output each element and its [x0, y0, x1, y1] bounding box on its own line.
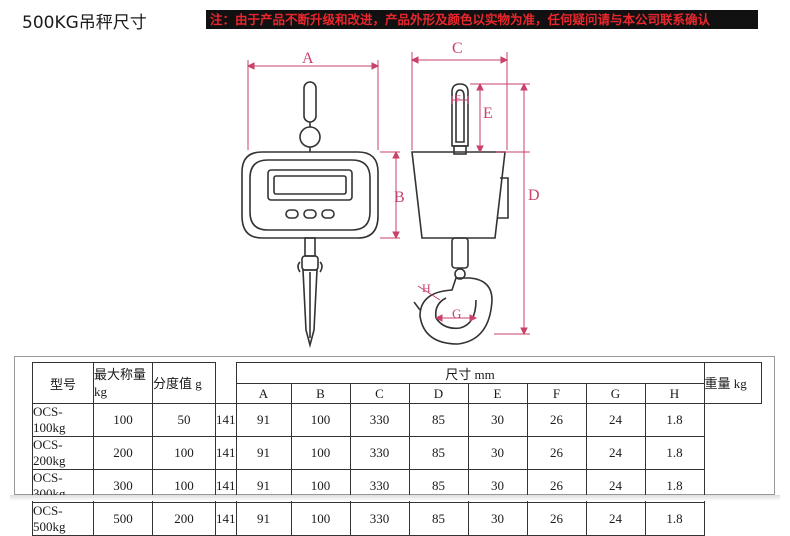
header-size: 尺寸 mm: [235, 362, 705, 384]
header-max-capacity: 最大称量 kg: [93, 362, 153, 404]
cell-weight: 1.8: [644, 502, 705, 536]
size-column-header: H: [644, 383, 705, 404]
cell-size-value: 100: [290, 436, 351, 470]
size-column-header: C: [349, 383, 410, 404]
cell-size-value: 85: [408, 502, 469, 536]
cell-size-value: 30: [467, 502, 528, 536]
cell-model: OCS-500kg: [32, 502, 94, 536]
size-column-header: D: [408, 383, 469, 404]
dim-label-a: A: [302, 50, 314, 67]
cell-division: 100: [152, 436, 216, 470]
dim-label-c: C: [452, 40, 463, 57]
cell-weight: 1.8: [644, 403, 705, 437]
dim-label-b: B: [394, 189, 405, 206]
cell-size-value: 141: [215, 502, 237, 536]
side-carabiner: [451, 83, 469, 147]
cell-size-value: 26: [526, 403, 587, 437]
cell-size-value: 141: [215, 403, 237, 437]
cell-division: 50: [152, 403, 216, 437]
cell-size-value: 85: [408, 403, 469, 437]
side-view: [411, 83, 509, 345]
front-lower-swivel: [304, 237, 316, 257]
front-button-3: [321, 209, 335, 219]
size-column-header: A: [235, 383, 292, 404]
cell-size-value: 30: [467, 436, 528, 470]
header-division: 分度值 g: [152, 362, 216, 404]
cell-size-value: 24: [585, 436, 646, 470]
dim-label-h: H: [422, 281, 431, 295]
front-button-1: [285, 209, 299, 219]
side-lower-swivel: [451, 237, 469, 269]
front-display-screen: [273, 175, 347, 195]
cell-max-capacity: 100: [93, 403, 153, 437]
dimension-drawing: A B C D E F G: [241, 40, 540, 349]
cell-size-value: 26: [526, 502, 587, 536]
cell-size-value: 330: [349, 403, 410, 437]
side-hook: [419, 277, 493, 345]
header-model: 型号: [32, 362, 94, 404]
cell-size-value: 330: [349, 436, 410, 470]
front-display-window: [267, 169, 353, 201]
front-swivel-ring: [299, 126, 321, 148]
cell-model: OCS-100kg: [32, 403, 94, 437]
header-weight: 重量 kg: [703, 362, 762, 404]
dim-label-f: F: [455, 94, 461, 105]
side-battery-cover: [498, 177, 509, 219]
cell-size-value: 24: [585, 502, 646, 536]
size-column-header: E: [467, 383, 528, 404]
front-body-outer: [241, 151, 379, 239]
cell-model: OCS-200kg: [32, 436, 94, 470]
cell-size-value: 100: [290, 403, 351, 437]
cell-division: 200: [152, 502, 216, 536]
front-button-2: [303, 209, 317, 219]
size-column-header: F: [526, 383, 587, 404]
cell-weight: 1.8: [644, 436, 705, 470]
cell-size-value: 24: [585, 403, 646, 437]
cell-size-value: 91: [235, 436, 292, 470]
disclaimer-notice: 注：由于产品不断升级和改进，产品外形及颜色以实物为准，任何疑问请与本公司联系确认: [206, 10, 758, 29]
front-hook: [302, 269, 318, 349]
page-title: 500KG吊秤尺寸: [22, 13, 147, 33]
dim-label-e: E: [483, 105, 493, 122]
size-column-header: G: [585, 383, 646, 404]
cell-size-value: 85: [408, 436, 469, 470]
cell-size-value: 141: [215, 436, 237, 470]
cell-size-value: 91: [235, 403, 292, 437]
size-column-header: B: [290, 383, 351, 404]
front-body-inner: [249, 159, 371, 231]
front-shackle: [303, 81, 317, 123]
cell-max-capacity: 500: [93, 502, 153, 536]
front-view: [241, 81, 379, 349]
dim-label-d: D: [528, 187, 540, 204]
side-clip: [453, 145, 467, 155]
cell-size-value: 26: [526, 436, 587, 470]
cell-size-value: 30: [467, 403, 528, 437]
cell-size-value: 330: [349, 502, 410, 536]
cell-max-capacity: 200: [93, 436, 153, 470]
side-body: [411, 151, 506, 239]
cell-size-value: 100: [290, 502, 351, 536]
dim-label-g: G: [452, 306, 461, 321]
cell-size-value: 91: [235, 502, 292, 536]
